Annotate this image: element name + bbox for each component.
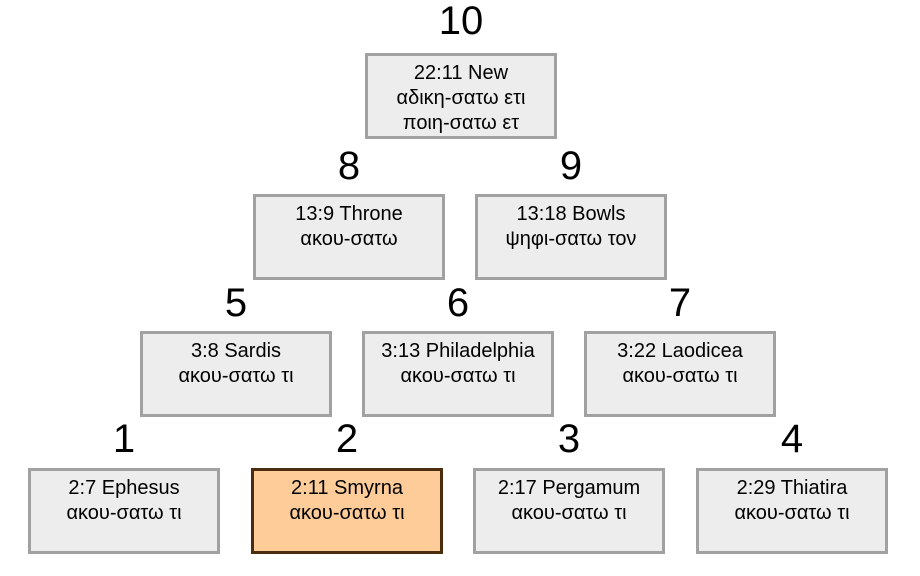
node-box-ephesus[interactable]: 2:7 Ephesus ακου-σατω τι xyxy=(28,468,220,554)
node-reference: 3:13 Philadelphia xyxy=(381,340,535,362)
node-box-smyrna-highlighted[interactable]: 2:11 Smyrna ακου-σατω τι xyxy=(251,468,443,554)
node-number-10: 10 xyxy=(438,0,484,43)
node-box-new[interactable]: 22:11 New αδικη-σατω ετι ποιη-σατω ετ xyxy=(365,53,557,139)
node-reference: 3:8 Sardis xyxy=(190,340,282,362)
node-greek-text: ψηφι-σατω τον xyxy=(505,228,637,250)
node-greek-text: ακου-σατω τι xyxy=(622,365,738,387)
node-reference: 2:11 Smyrna xyxy=(291,477,403,499)
node-reference: 3:22 Laodicea xyxy=(617,340,743,362)
node-greek-text: ακου-σατω τι xyxy=(734,502,850,524)
node-reference: 13:18 Bowls xyxy=(516,203,626,225)
node-number-4: 4 xyxy=(780,417,804,461)
node-number-3: 3 xyxy=(557,417,581,461)
node-box-laodicea[interactable]: 3:22 Laodicea ακου-σατω τι xyxy=(584,331,776,417)
node-number-8: 8 xyxy=(337,144,361,188)
node-box-bowls[interactable]: 13:18 Bowls ψηφι-σατω τον xyxy=(475,194,667,280)
node-number-1: 1 xyxy=(112,417,136,461)
node-greek-text: αδικη-σατω ετι xyxy=(396,87,526,109)
node-greek-text-line2: ποιη-σατω ετ xyxy=(402,112,520,134)
node-reference: 2:17 Pergamum xyxy=(497,477,641,499)
node-number-6: 6 xyxy=(446,281,470,325)
node-box-sardis[interactable]: 3:8 Sardis ακου-σατω τι xyxy=(140,331,332,417)
node-greek-text: ακου-σατω τι xyxy=(511,502,627,524)
node-reference: 2:7 Ephesus xyxy=(68,477,180,499)
node-box-throne[interactable]: 13:9 Throne ακου-σατω xyxy=(253,194,445,280)
node-reference: 13:9 Throne xyxy=(295,203,403,225)
node-greek-text: ακου-σατω τι xyxy=(66,502,182,524)
node-greek-text: ακου-σατω τι xyxy=(178,365,294,387)
node-greek-text: ακου-σατω τι xyxy=(289,502,405,524)
node-number-5: 5 xyxy=(224,281,248,325)
node-box-thiatira[interactable]: 2:29 Thiatira ακου-σατω τι xyxy=(696,468,888,554)
node-greek-text: ακου-σατω xyxy=(300,228,398,250)
node-number-9: 9 xyxy=(559,144,583,188)
node-greek-text: ακου-σατω τι xyxy=(400,365,516,387)
node-box-philadelphia[interactable]: 3:13 Philadelphia ακου-σατω τι xyxy=(362,331,554,417)
node-reference: 2:29 Thiatira xyxy=(736,477,848,499)
node-box-pergamum[interactable]: 2:17 Pergamum ακου-σατω τι xyxy=(473,468,665,554)
node-number-7: 7 xyxy=(668,281,692,325)
node-reference: 22:11 New xyxy=(413,62,509,84)
node-number-2: 2 xyxy=(335,417,359,461)
